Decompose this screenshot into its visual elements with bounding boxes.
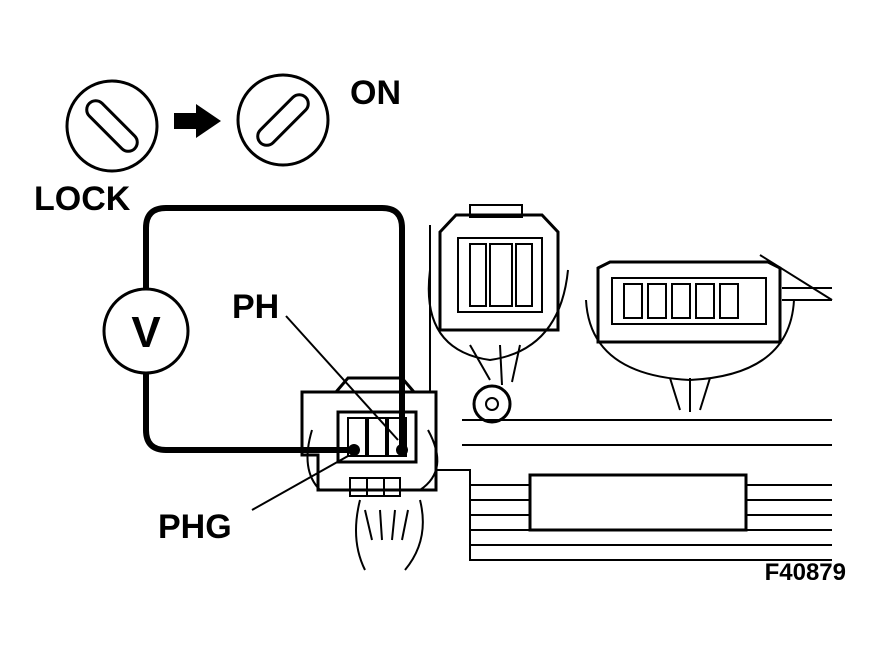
arrow-right-icon (174, 104, 221, 138)
switch-lock-label: LOCK (34, 180, 131, 218)
figure-id: F40879 (765, 559, 846, 586)
terminal-phg-pointer (251, 455, 349, 511)
voltmeter-icon (102, 287, 190, 375)
meter-lead-negative (143, 372, 354, 453)
meter-lead-positive (143, 205, 405, 450)
harness-connector-horizontal (585, 254, 833, 412)
terminal-phg-label: PHG (158, 508, 232, 546)
connector-icon (300, 376, 439, 571)
ignition-key-on-icon (236, 73, 330, 167)
terminal-ph-pointer (285, 315, 399, 441)
harness-connector-upright (427, 204, 569, 424)
meter-symbol: V (131, 308, 161, 357)
mounting-bracket (429, 225, 832, 561)
terminal-ph-label: PH (232, 288, 279, 326)
switch-on-label: ON (350, 74, 401, 112)
ignition-key-lock-icon (65, 79, 159, 173)
